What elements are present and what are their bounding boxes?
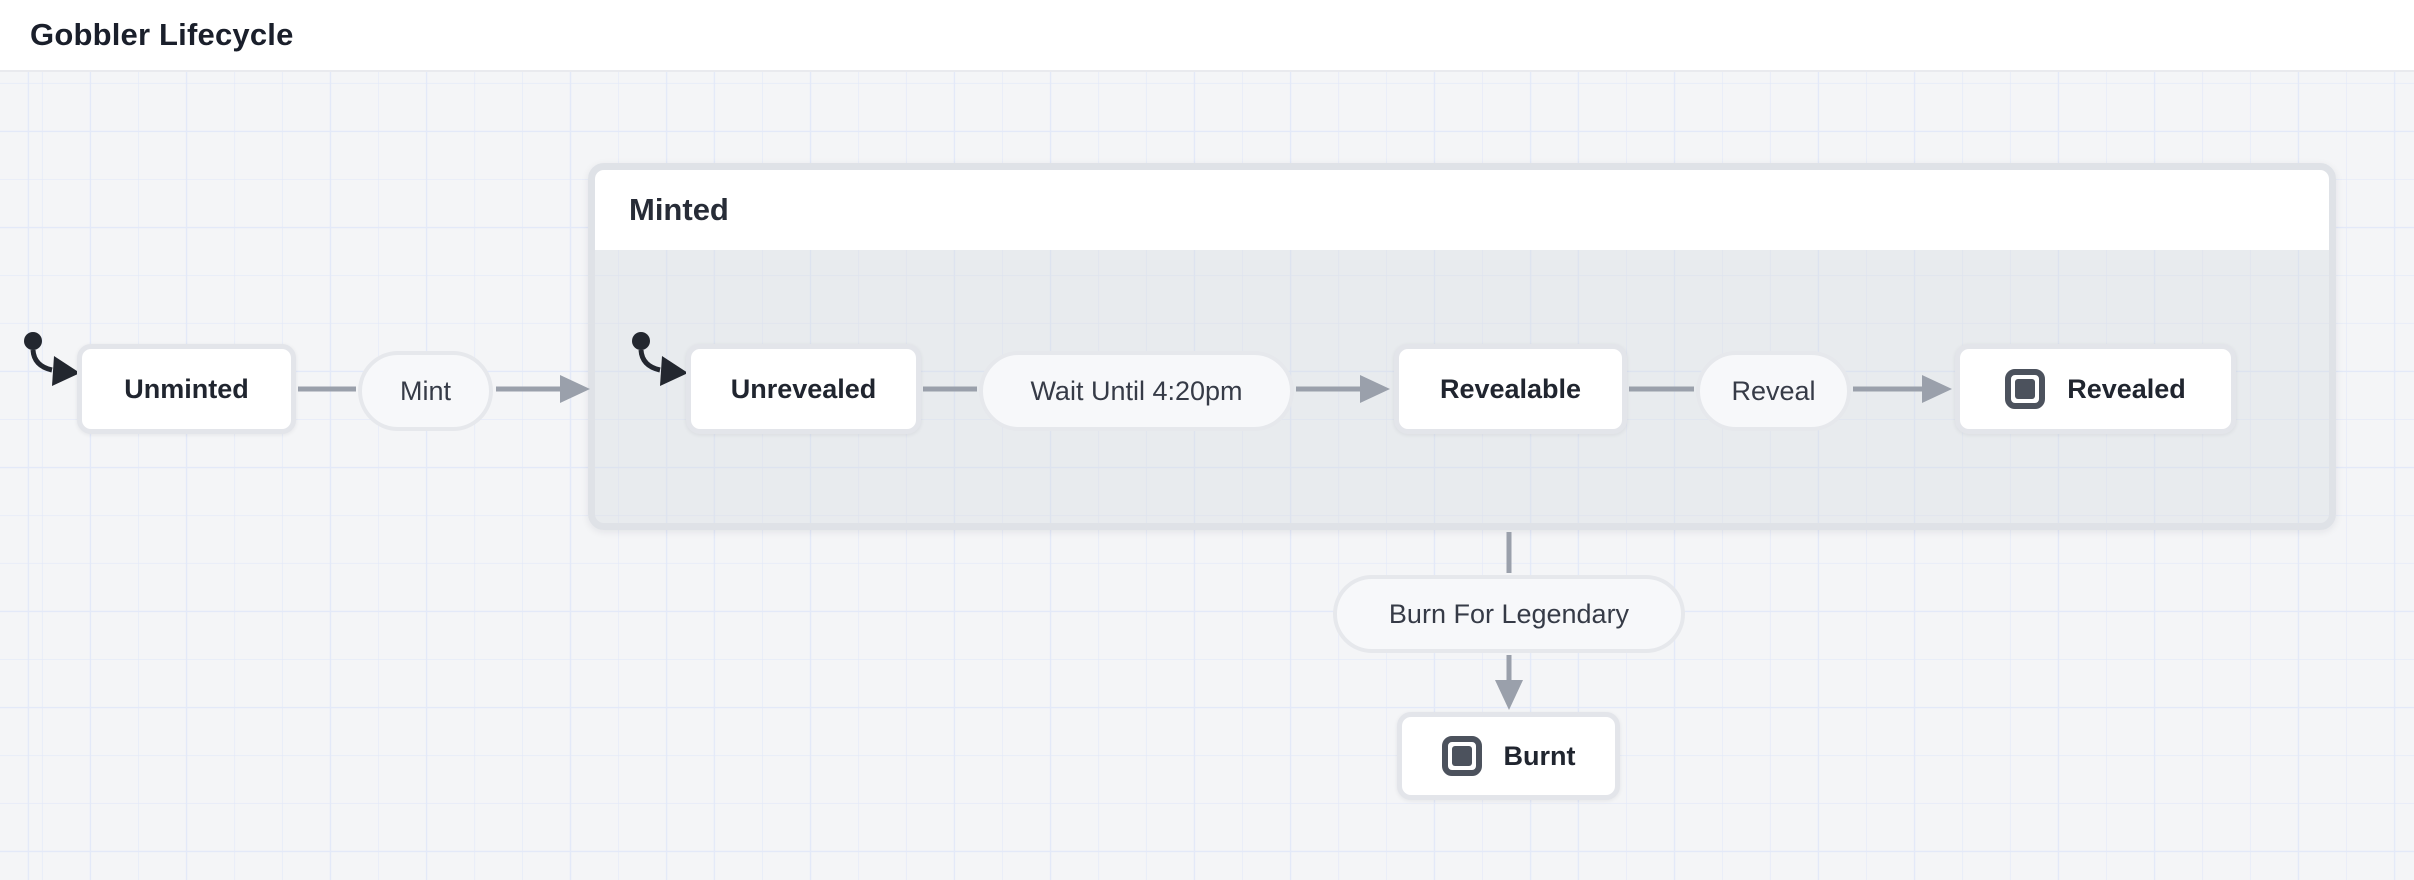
event-mint[interactable]: Mint [358,351,493,431]
event-wait-until-420pm-label: Wait Until 4:20pm [1030,375,1243,406]
state-revealable[interactable]: Revealable [1394,344,1627,434]
event-wait-until-420pm[interactable]: Wait Until 4:20pm [979,351,1294,431]
event-burn-for-legendary[interactable]: Burn For Legendary [1333,575,1685,653]
state-unminted-label: Unminted [124,373,249,404]
state-minted-label: Minted [629,192,729,227]
state-minted-header[interactable]: Minted [595,170,2329,250]
event-reveal[interactable]: Reveal [1696,351,1851,431]
event-burn-for-legendary-label: Burn For Legendary [1388,598,1630,629]
state-burnt-label: Burnt [1503,740,1576,771]
state-burnt[interactable]: Burnt [1397,712,1620,800]
state-unminted[interactable]: Unminted [77,344,296,434]
final-state-square-icon [2005,369,2046,409]
state-unrevealed-label: Unrevealed [730,373,877,404]
event-mint-label: Mint [399,375,451,406]
page-title: Gobbler Lifecycle [30,17,294,52]
state-unrevealed[interactable]: Unrevealed [686,344,921,434]
state-revealed[interactable]: Revealed [1955,344,2236,434]
state-revealed-label: Revealed [2067,373,2186,404]
event-reveal-label: Reveal [1731,375,1816,406]
state-revealable-label: Revealable [1439,373,1582,404]
final-state-square-icon [1441,736,1482,776]
header-bar: Gobbler Lifecycle [0,0,2414,72]
